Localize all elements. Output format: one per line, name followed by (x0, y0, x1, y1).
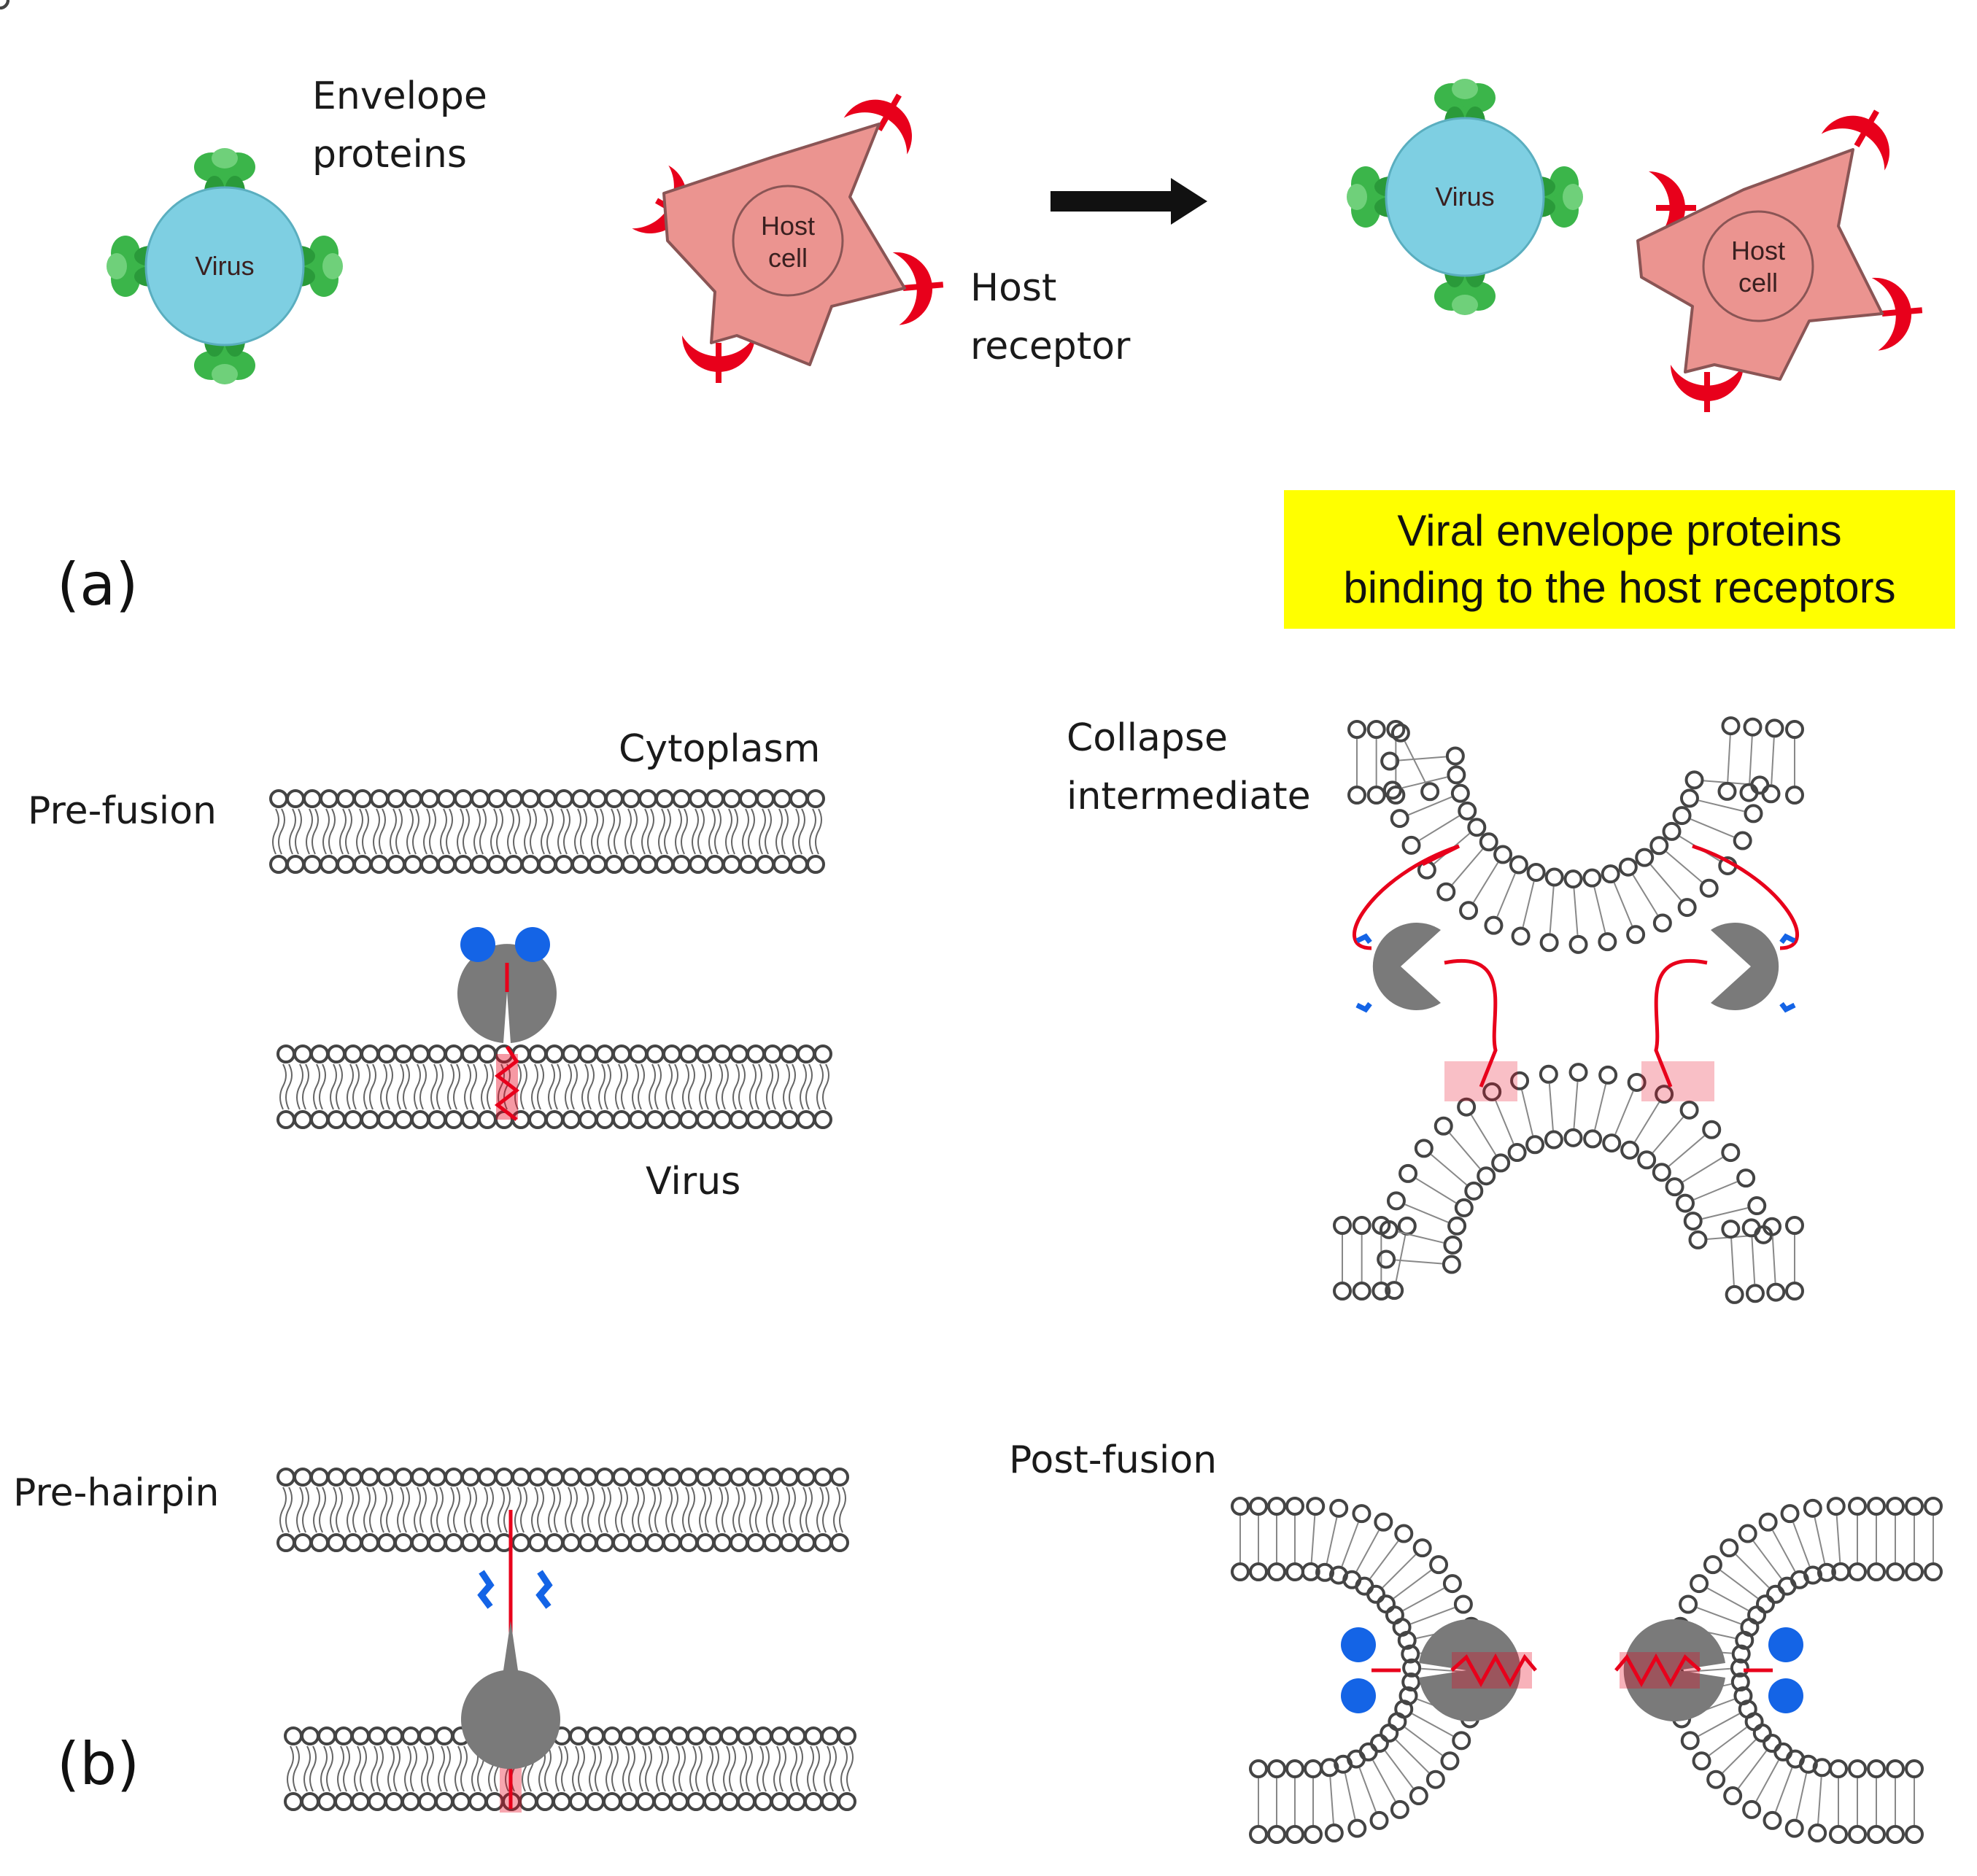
prehairpin-fusion-protein (460, 1510, 560, 1813)
host-text-bound-2: cell (1738, 268, 1778, 298)
pre-fusion-label: Pre-fusion (28, 789, 217, 833)
collapse-fusion-proteins (1353, 844, 1799, 1101)
lipid-bilayers (269, 789, 856, 1811)
pre-hairpin-label: Pre-hairpin (13, 1471, 220, 1515)
lipid-bilayer (276, 1044, 832, 1129)
host-receptor-label-1: Host (970, 266, 1057, 310)
lipid-bilayer (269, 789, 825, 874)
panel-b-label: (b) (57, 1730, 140, 1798)
envelope-proteins-label-2: proteins (312, 133, 467, 177)
virus-text: Virus (195, 251, 254, 281)
collapse-label-1: Collapse (1067, 716, 1228, 760)
host-text-1: Host (761, 211, 815, 241)
host-text-bound-1: Host (1731, 236, 1785, 265)
callout-line-1: Viral envelope proteins (1397, 506, 1842, 555)
callout-box: Viral envelope proteins binding to the h… (1284, 490, 1955, 629)
host-receptor-label-2: receptor (970, 325, 1131, 368)
virus-text-bound: Virus (1435, 182, 1494, 212)
host-cell: Host cell (632, 77, 947, 383)
curved-lipid-bilayer (1333, 1063, 1804, 1304)
envelope-proteins-label-1: Envelope (312, 74, 487, 118)
postfusion-fusion-proteins (1341, 1619, 1803, 1722)
post-fusion-label: Post-fusion (1009, 1438, 1218, 1482)
panel-a-label: (a) (57, 551, 139, 619)
cytoplasm-label: Cytoplasm (619, 727, 821, 771)
lipid-bilayer (276, 1468, 849, 1552)
virus-with-envelope-proteins: Virus (107, 148, 343, 384)
curved-lipid-bilayer (1347, 716, 1804, 954)
callout-line-2: binding to the host receptors (1343, 563, 1896, 612)
lipid-bilayer (284, 1726, 856, 1811)
virus-bound-to-host-cell: Virus Host cell (1347, 79, 1926, 412)
arrow-right-icon (1051, 178, 1207, 225)
collapse-label-2: intermediate (1067, 775, 1311, 818)
prefusion-fusion-protein (457, 927, 557, 1121)
virus-membrane-label: Virus (646, 1160, 741, 1203)
host-text-2: cell (768, 243, 808, 273)
